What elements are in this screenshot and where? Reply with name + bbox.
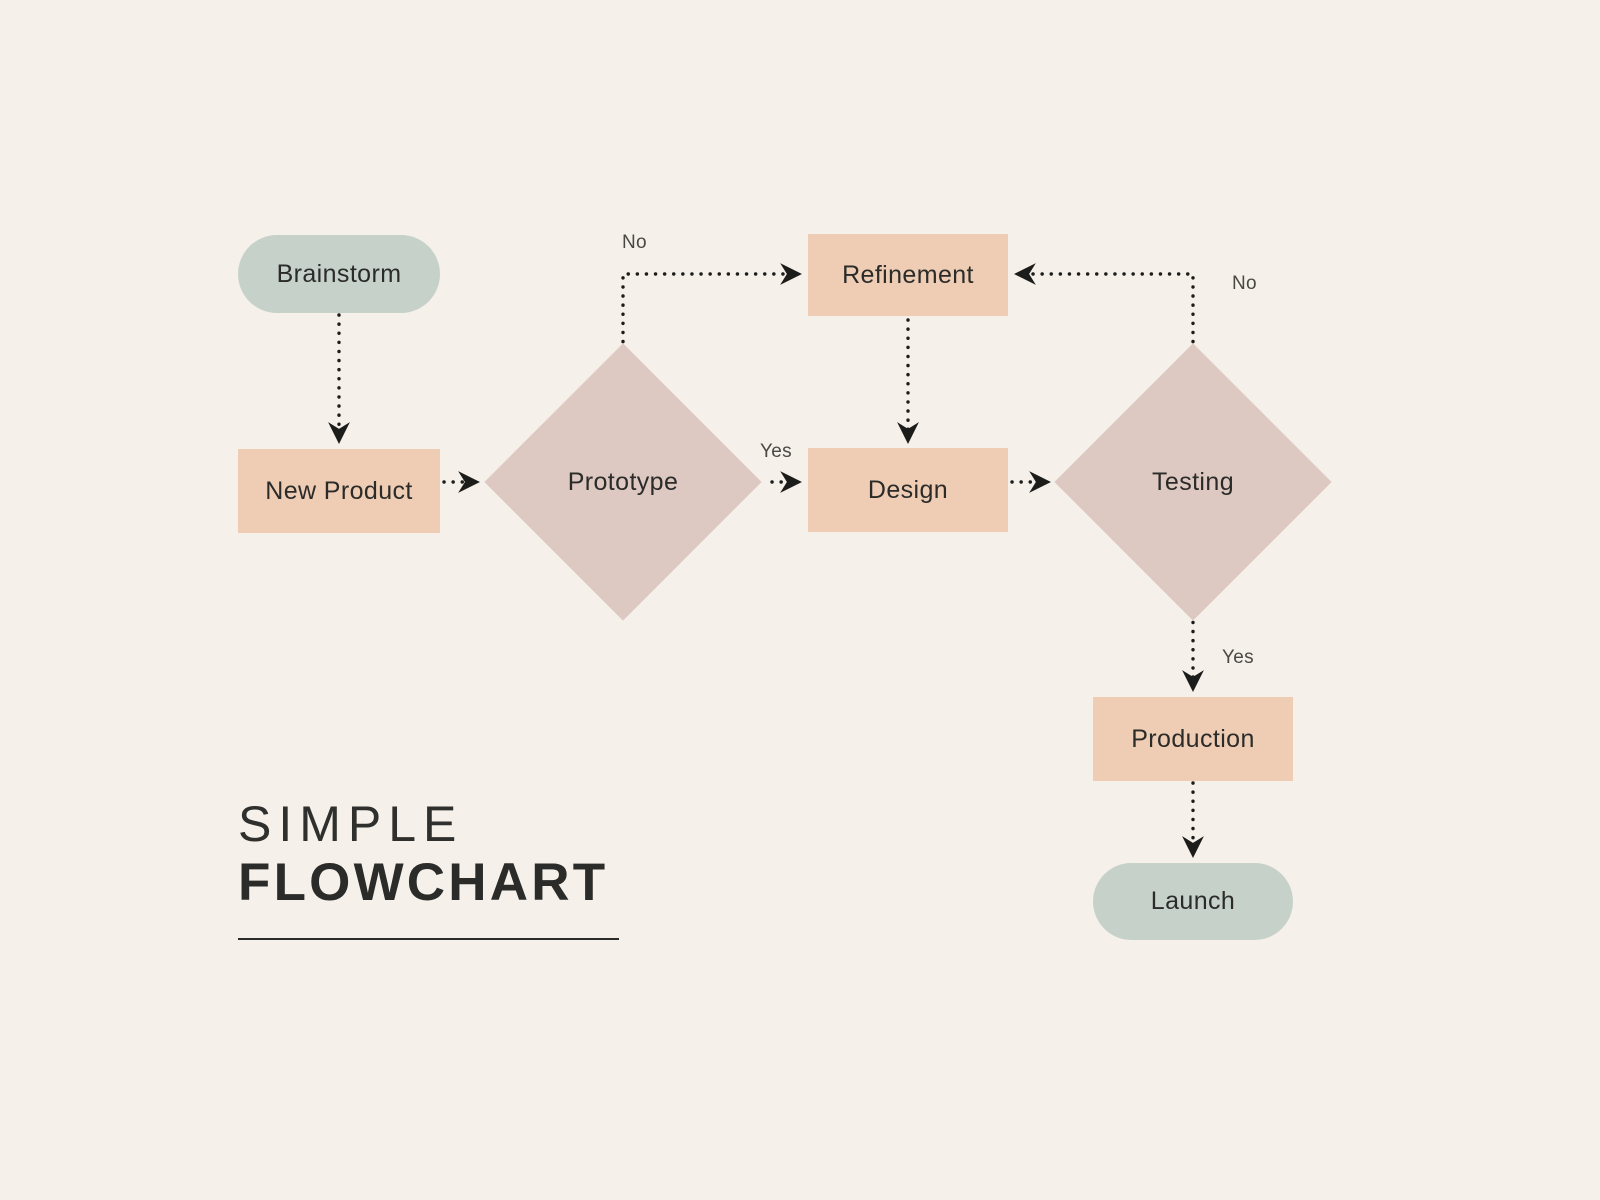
edge-label-prototype-no: No: [622, 232, 647, 253]
edge-prototype-no-to-refinement: [621, 263, 802, 380]
node-launch[interactable]: Launch: [1093, 863, 1293, 940]
node-new-product[interactable]: New Product: [238, 449, 440, 533]
node-label-design: Design: [867, 475, 949, 504]
node-label-refinement: Refinement: [842, 260, 974, 289]
node-label-brainstorm: Brainstorm: [276, 259, 402, 288]
edge-label-testing-yes: Yes: [1222, 647, 1254, 668]
node-refinement[interactable]: Refinement: [808, 234, 1008, 316]
edge-testing-no-to-refinement: [1014, 263, 1195, 380]
node-design[interactable]: Design: [808, 448, 1008, 532]
edge-label-prototype-yes: Yes: [760, 441, 792, 462]
node-prototype[interactable]: Prototype: [484, 343, 762, 621]
title-line-simple: SIMPLE: [238, 796, 464, 852]
edge-label-testing-no: No: [1232, 273, 1257, 294]
node-label-launch: Launch: [1150, 887, 1236, 915]
node-label-new-product: New Product: [265, 476, 413, 505]
node-production[interactable]: Production: [1093, 697, 1293, 781]
node-brainstorm[interactable]: Brainstorm: [238, 235, 440, 313]
node-label-production: Production: [1131, 724, 1255, 753]
node-label-prototype: Prototype: [567, 467, 679, 496]
title-line-flowchart: FLOWCHART: [238, 852, 609, 912]
node-label-testing: Testing: [1151, 467, 1234, 496]
node-testing[interactable]: Testing: [1054, 343, 1332, 621]
title-underline-rule: [238, 938, 619, 940]
title-block: SIMPLE FLOWCHART: [238, 798, 758, 910]
